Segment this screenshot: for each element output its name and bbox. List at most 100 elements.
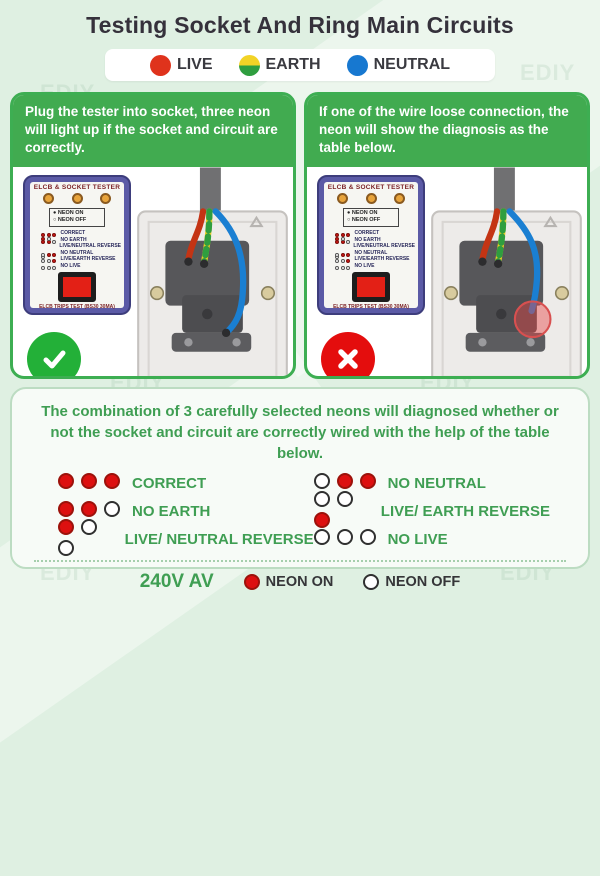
mains-cable bbox=[493, 167, 515, 216]
tester-face: ELCB & SOCKET TESTER ● NEON ON ○ NEON OF… bbox=[30, 181, 124, 310]
infographic: Testing Socket And Ring Main Circuits LI… bbox=[0, 12, 600, 593]
diagnosis-description: The combination of 3 carefully selected … bbox=[41, 403, 559, 462]
live-wire bbox=[185, 207, 207, 263]
neon-dot-on bbox=[58, 501, 74, 517]
tester-row-label: LIVE/EARTH REVERSE bbox=[60, 256, 116, 263]
neon-dot-on bbox=[41, 237, 45, 242]
live-wire bbox=[479, 207, 501, 263]
neutral-dot-icon bbox=[346, 54, 368, 76]
cross-icon bbox=[338, 348, 358, 369]
combination-label: LIVE/ NEUTRAL REVERSE bbox=[124, 531, 314, 548]
neon-dot-off bbox=[335, 265, 339, 270]
earth-dot-icon bbox=[238, 54, 260, 76]
tester-row: LIVE/EARTH REVERSE bbox=[41, 256, 121, 264]
neon-dot-on bbox=[52, 252, 56, 257]
neon-dot-off bbox=[81, 518, 97, 535]
tester-neon-on-label: ● NEON ON bbox=[53, 209, 84, 216]
neon-dot-on bbox=[313, 511, 330, 528]
neon-dot-off bbox=[335, 259, 339, 264]
live-dot-icon bbox=[149, 54, 171, 76]
neon-dot-off bbox=[340, 259, 345, 264]
tester-row-label: LIVE/EARTH REVERSE bbox=[354, 256, 410, 263]
neon-dot-off bbox=[46, 259, 51, 264]
neon-on-label: NEON ON bbox=[265, 574, 334, 590]
neon-dot-off bbox=[104, 501, 120, 517]
neon-dot-on bbox=[340, 252, 345, 257]
combination-label: NO NEUTRAL bbox=[387, 475, 486, 492]
neon-lamp-icon bbox=[365, 192, 377, 204]
neon-lamp-icon bbox=[100, 192, 111, 204]
neon-dot-on bbox=[46, 233, 51, 238]
combination-column-right: NO NEUTRAL LIVE/ EARTH REVERSE NO LIVE bbox=[313, 473, 550, 549]
combination-row: LIVE/ EARTH REVERSE bbox=[313, 490, 550, 528]
neon-lamp-icon bbox=[71, 192, 83, 204]
neon-off-key: NEON OFF bbox=[363, 574, 460, 590]
tester-neon-key: ● NEON ON ○ NEON OFF bbox=[343, 207, 399, 228]
tester-row-label: NO NEUTRAL bbox=[60, 249, 94, 256]
combination-row: LIVE/ NEUTRAL REVERSE bbox=[58, 518, 314, 556]
neon-dot-on bbox=[52, 233, 56, 238]
panel-correct-wiring: Plug the tester into socket, three neon … bbox=[10, 92, 296, 379]
tester-row-label: NO EARTH bbox=[354, 236, 381, 243]
neon-dot-on bbox=[46, 252, 51, 257]
panel-correct-header: Plug the tester into socket, three neon … bbox=[13, 95, 293, 167]
socket-back-photo-fault bbox=[431, 167, 582, 376]
neon-dot-off bbox=[346, 265, 350, 270]
neon-dot-on bbox=[346, 252, 350, 257]
socket-tester-device: ELCB & SOCKET TESTER ● NEON ON ○ NEON OF… bbox=[317, 174, 425, 315]
neon-dot-off bbox=[336, 490, 353, 507]
tester-row: NO NEUTRAL bbox=[335, 250, 415, 257]
tester-title: ELCB & SOCKET TESTER bbox=[33, 183, 121, 191]
tester-footer-label: ELCB TRIPS TEST (BS30 30MA) bbox=[333, 304, 409, 311]
panel-loose-header: If one of the wire loose connection, the… bbox=[307, 95, 587, 167]
tester-neon-off-label: ○ NEON OFF bbox=[53, 217, 87, 224]
fault-cross-badge bbox=[321, 331, 375, 376]
neon-dot-on bbox=[52, 259, 56, 264]
combination-row: NO EARTH bbox=[58, 501, 314, 521]
neon-dot-on bbox=[359, 473, 376, 489]
tester-row: CORRECT bbox=[41, 230, 121, 238]
combination-row: NO NEUTRAL bbox=[313, 473, 550, 493]
tester-diagnosis-rows: CORRECT NO EARTH LIVE/NEUTRAL REVERSE NO… bbox=[33, 230, 121, 270]
neon-dot-on bbox=[346, 233, 350, 238]
neon-dot-off bbox=[335, 252, 339, 257]
tester-row-label: NO NEUTRAL bbox=[354, 249, 388, 256]
panel-loose-scene: ELCB & SOCKET TESTER ● NEON ON ○ NEON OF… bbox=[307, 167, 587, 376]
tester-row-label: LIVE/NEUTRAL REVERSE bbox=[59, 243, 121, 250]
neon-dot-off bbox=[313, 473, 330, 489]
tester-row: LIVE/EARTH REVERSE bbox=[335, 256, 415, 264]
table-footer: 240V AV NEON ON NEON OFF bbox=[12, 571, 588, 593]
legend-label-live: LIVE bbox=[176, 56, 213, 73]
neon-off-label: NEON OFF bbox=[385, 574, 461, 590]
socket-back-photo bbox=[137, 167, 288, 376]
neon-dot-off bbox=[46, 237, 51, 242]
tester-row: NO LIVE bbox=[335, 263, 415, 270]
legend-label-neutral: NEUTRAL bbox=[373, 56, 451, 73]
tester-row-label: CORRECT bbox=[354, 230, 380, 237]
neon-dot-off bbox=[52, 239, 56, 244]
dotted-divider bbox=[34, 560, 566, 562]
neon-dot-off bbox=[41, 265, 45, 270]
neon-off-dot-icon bbox=[363, 574, 380, 590]
mains-cable bbox=[199, 167, 221, 216]
legend-label-earth: EARTH bbox=[265, 56, 321, 73]
legend-item-live: LIVE bbox=[149, 54, 213, 76]
neon-dot-on bbox=[41, 233, 45, 238]
neon-dot-off bbox=[41, 259, 45, 264]
neon-combination-table: CORRECT NO EARTH LIVE/ NEUTRAL REVERSE N… bbox=[12, 464, 588, 556]
neon-dot-on bbox=[340, 233, 345, 238]
neutral-wire-loose bbox=[506, 207, 541, 314]
neon-on-dot-icon bbox=[243, 574, 260, 590]
instruction-panels: Plug the tester into socket, three neon … bbox=[0, 92, 600, 379]
wire-color-legend: LIVE EARTH NEUTRAL bbox=[105, 49, 495, 81]
panel-loose-wire: If one of the wire loose connection, the… bbox=[304, 92, 590, 379]
combination-label: LIVE/ EARTH REVERSE bbox=[380, 503, 550, 520]
legend-item-neutral: NEUTRAL bbox=[346, 54, 451, 76]
tester-face: ELCB & SOCKET TESTER ● NEON ON ○ NEON OF… bbox=[324, 181, 418, 311]
combination-row: NO LIVE bbox=[313, 529, 550, 549]
tester-neon-key: ● NEON ON ○ NEON OFF bbox=[49, 207, 105, 228]
tester-title: ELCB & SOCKET TESTER bbox=[327, 183, 415, 191]
earth-wire-stripes bbox=[494, 207, 507, 265]
neon-dot-off bbox=[46, 265, 51, 270]
neutral-wire bbox=[212, 207, 247, 336]
